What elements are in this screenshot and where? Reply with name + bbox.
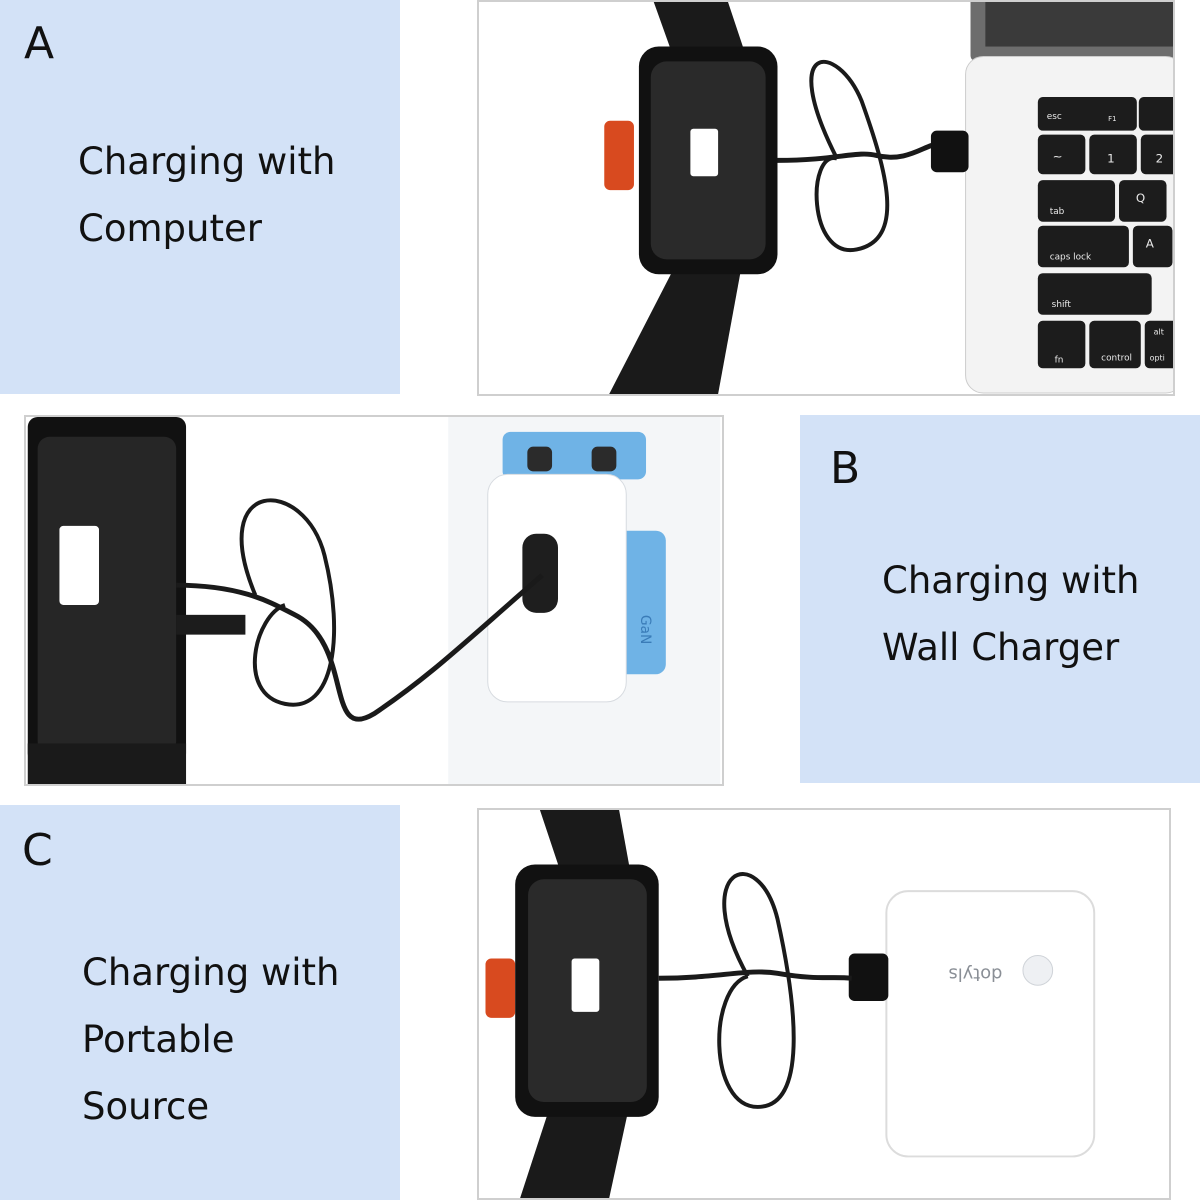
adapter-usb-port xyxy=(522,533,558,613)
photo-computer-charging: esc F1 ~ 1 2 tab Q caps lock A shift fn … xyxy=(477,0,1175,396)
portable-source-illustration: dotyls xyxy=(485,810,1096,1198)
computer-charging-illustration: esc F1 ~ 1 2 tab Q caps lock A shift fn … xyxy=(604,2,1173,394)
power-bank-button xyxy=(1022,955,1054,986)
caption-c-line-1: Charging with xyxy=(82,951,340,994)
outlet-top xyxy=(502,431,647,480)
key-fn-label: fn xyxy=(1055,355,1064,365)
photo-wall-charger: GaN xyxy=(24,415,724,786)
wall-charger-outlet-label: GaN xyxy=(637,615,653,645)
caption-a-line-1: Charging with xyxy=(78,140,336,183)
caption-b-line-1: Charging with xyxy=(882,559,1140,602)
key-control-label: control xyxy=(1101,353,1132,363)
caption-a-line-2: Computer xyxy=(78,207,262,250)
headlamp-indicator-window xyxy=(571,958,600,1012)
usb-cable xyxy=(176,573,544,722)
headband-bottom xyxy=(609,259,743,394)
wall-charger-illustration: GaN xyxy=(27,417,721,784)
caption-c-line-3: Source xyxy=(82,1085,210,1128)
key-esc-label: esc xyxy=(1047,112,1062,122)
label-panel-a: A Charging with Computer xyxy=(0,0,400,394)
caption-c: Charging with Portable Source xyxy=(82,939,339,1140)
section-letter-a: A xyxy=(24,18,55,69)
key-tilde-label: ~ xyxy=(1053,149,1063,163)
usb-port-clip xyxy=(176,614,246,635)
headband-strap xyxy=(27,743,187,784)
key-f1-label: F1 xyxy=(1108,115,1116,123)
power-bank xyxy=(885,890,1096,1158)
headband-top xyxy=(539,810,630,870)
key-a-label: A xyxy=(1146,236,1155,250)
key-2-label: 2 xyxy=(1156,151,1164,165)
headlamp-indicator-window xyxy=(690,128,719,177)
laptop-keyboard: esc F1 ~ 1 2 tab Q caps lock A shift fn … xyxy=(1037,97,1173,369)
usb-cable-loop xyxy=(239,498,337,707)
usb-cable-loop xyxy=(717,872,796,1109)
caption-a: Charging with Computer xyxy=(78,128,335,262)
outlet-side xyxy=(616,530,666,675)
key-caps-lock-label: caps lock xyxy=(1050,252,1092,262)
headlamp-side-accent xyxy=(485,958,516,1018)
key-shift-label: shift xyxy=(1052,300,1072,310)
laptop-screen xyxy=(985,2,1173,47)
photo-portable-source: dotyls xyxy=(477,808,1171,1200)
section-letter-b: B xyxy=(830,443,861,494)
usb-cable xyxy=(658,969,852,981)
label-panel-c: C Charging with Portable Source xyxy=(0,805,400,1200)
key-tab-label: tab xyxy=(1050,207,1065,217)
power-bank-brand: dotyls xyxy=(948,963,1002,984)
headlamp-side-accent xyxy=(604,120,634,191)
key-alt-label: alt xyxy=(1154,328,1164,337)
key-opt-label: opti xyxy=(1150,353,1165,362)
caption-c-line-2: Portable xyxy=(82,1018,235,1061)
key-1-label: 1 xyxy=(1107,151,1115,165)
usb-plug xyxy=(930,130,969,173)
headband-bottom xyxy=(520,1106,630,1198)
usb-cable-loop xyxy=(809,59,890,252)
headlamp-face xyxy=(37,436,177,754)
caption-b-line-2: Wall Charger xyxy=(882,626,1120,669)
section-letter-c: C xyxy=(22,825,53,876)
usb-plug xyxy=(848,953,889,1002)
headlamp-indicator-window xyxy=(59,525,99,605)
label-panel-b: B Charging with Wall Charger xyxy=(800,415,1200,783)
key-q-label: Q xyxy=(1136,191,1145,205)
caption-b: Charging with Wall Charger xyxy=(882,547,1139,681)
